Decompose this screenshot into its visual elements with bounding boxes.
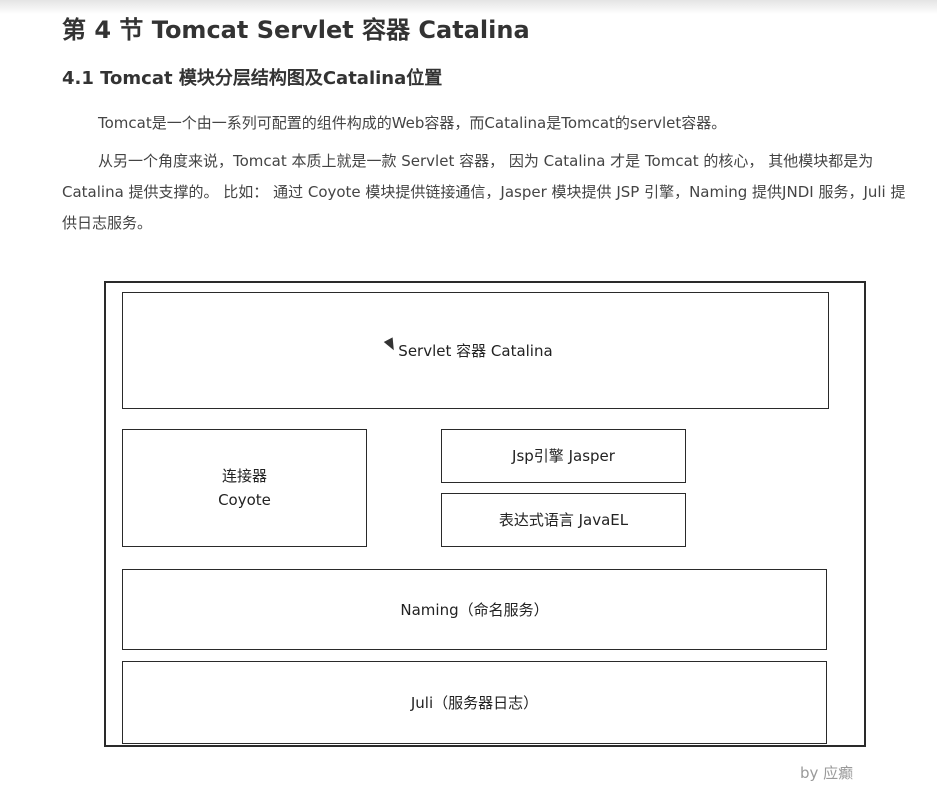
javael-label: 表达式语言 JavaEL	[498, 511, 629, 529]
connector-coyote-box: 连接器 Coyote	[122, 429, 367, 547]
naming-label: Naming（命名服务）	[400, 600, 549, 619]
subsection-heading: 4.1 Tomcat 模块分层结构图及Catalina位置	[62, 68, 443, 89]
module-layer-diagram	[104, 281, 866, 747]
section-heading: 第 4 节 Tomcat Servlet 容器 Catalina	[62, 16, 530, 44]
author-byline: by 应癫	[800, 764, 854, 782]
juli-box: Juli（服务器日志）	[122, 661, 827, 744]
javael-box: 表达式语言 JavaEL	[441, 493, 686, 547]
naming-box: Naming（命名服务）	[122, 569, 827, 650]
jasper-label: Jsp引擎 Jasper	[512, 447, 615, 465]
catalina-box: Servlet 容器 Catalina	[122, 292, 829, 409]
top-shadow	[0, 0, 937, 14]
catalina-label: Servlet 容器 Catalina	[398, 341, 553, 360]
juli-label: Juli（服务器日志）	[410, 693, 539, 712]
detail-paragraph: 从另一个角度来说，Tomcat 本质上就是一款 Servlet 容器， 因为 C…	[62, 152, 906, 232]
intro-paragraph: Tomcat是一个由一系列可配置的组件构成的Web容器，而Catalina是To…	[98, 114, 727, 132]
connector-label: 连接器	[221, 467, 267, 485]
coyote-label: Coyote	[218, 491, 271, 509]
jasper-box: Jsp引擎 Jasper	[441, 429, 686, 483]
